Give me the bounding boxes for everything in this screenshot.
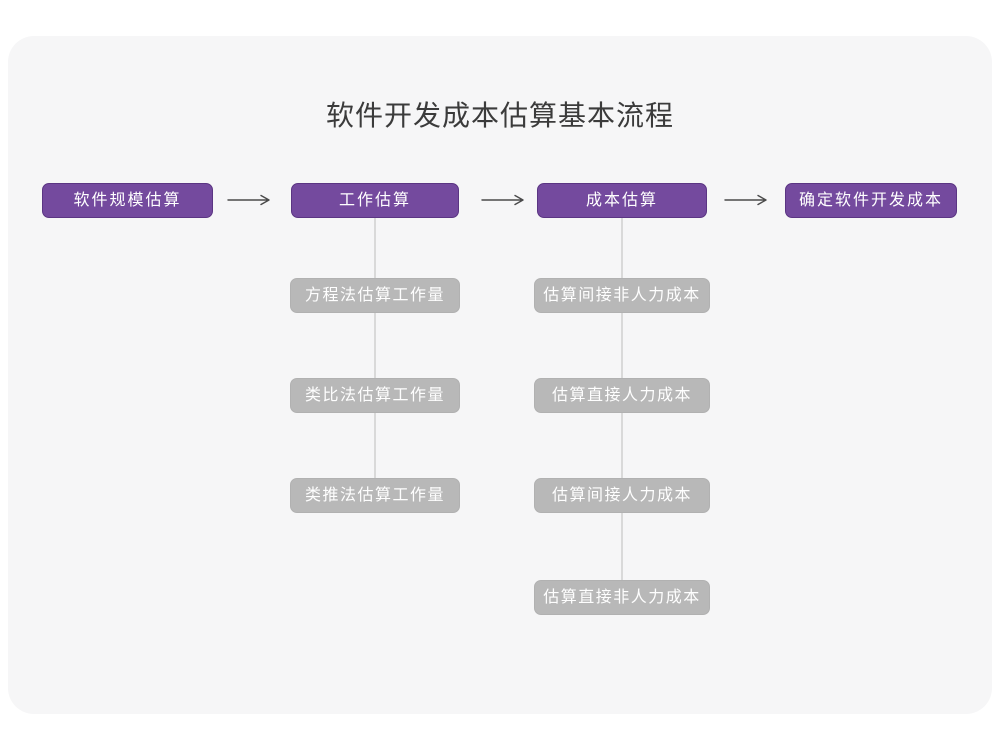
child-node-direct-labor-cost: 估算直接人力成本 — [534, 378, 710, 413]
stage-node-work-estimation: 工作估算 — [291, 183, 459, 218]
child-node-indirect-labor-cost: 估算间接人力成本 — [534, 478, 710, 513]
stage-node-software-size-estimation: 软件规模估算 — [42, 183, 213, 218]
arrow-right-icon — [227, 194, 270, 206]
stage-node-determine-development-cost: 确定软件开发成本 — [785, 183, 957, 218]
diagram-card-background — [8, 36, 992, 714]
child-node-extrapolation-method-workload: 类推法估算工作量 — [290, 478, 460, 513]
arrow-right-icon — [481, 194, 524, 206]
child-node-direct-non-labor-cost: 估算直接非人力成本 — [534, 580, 710, 615]
child-node-equation-method-workload: 方程法估算工作量 — [290, 278, 460, 313]
child-node-indirect-non-labor-cost: 估算间接非人力成本 — [534, 278, 710, 313]
arrow-right-icon — [724, 194, 767, 206]
diagram-title: 软件开发成本估算基本流程 — [325, 100, 674, 131]
stage-node-cost-estimation: 成本估算 — [537, 183, 707, 218]
child-node-analogy-method-workload: 类比法估算工作量 — [290, 378, 460, 413]
connector-line-work-estimation — [374, 218, 376, 496]
